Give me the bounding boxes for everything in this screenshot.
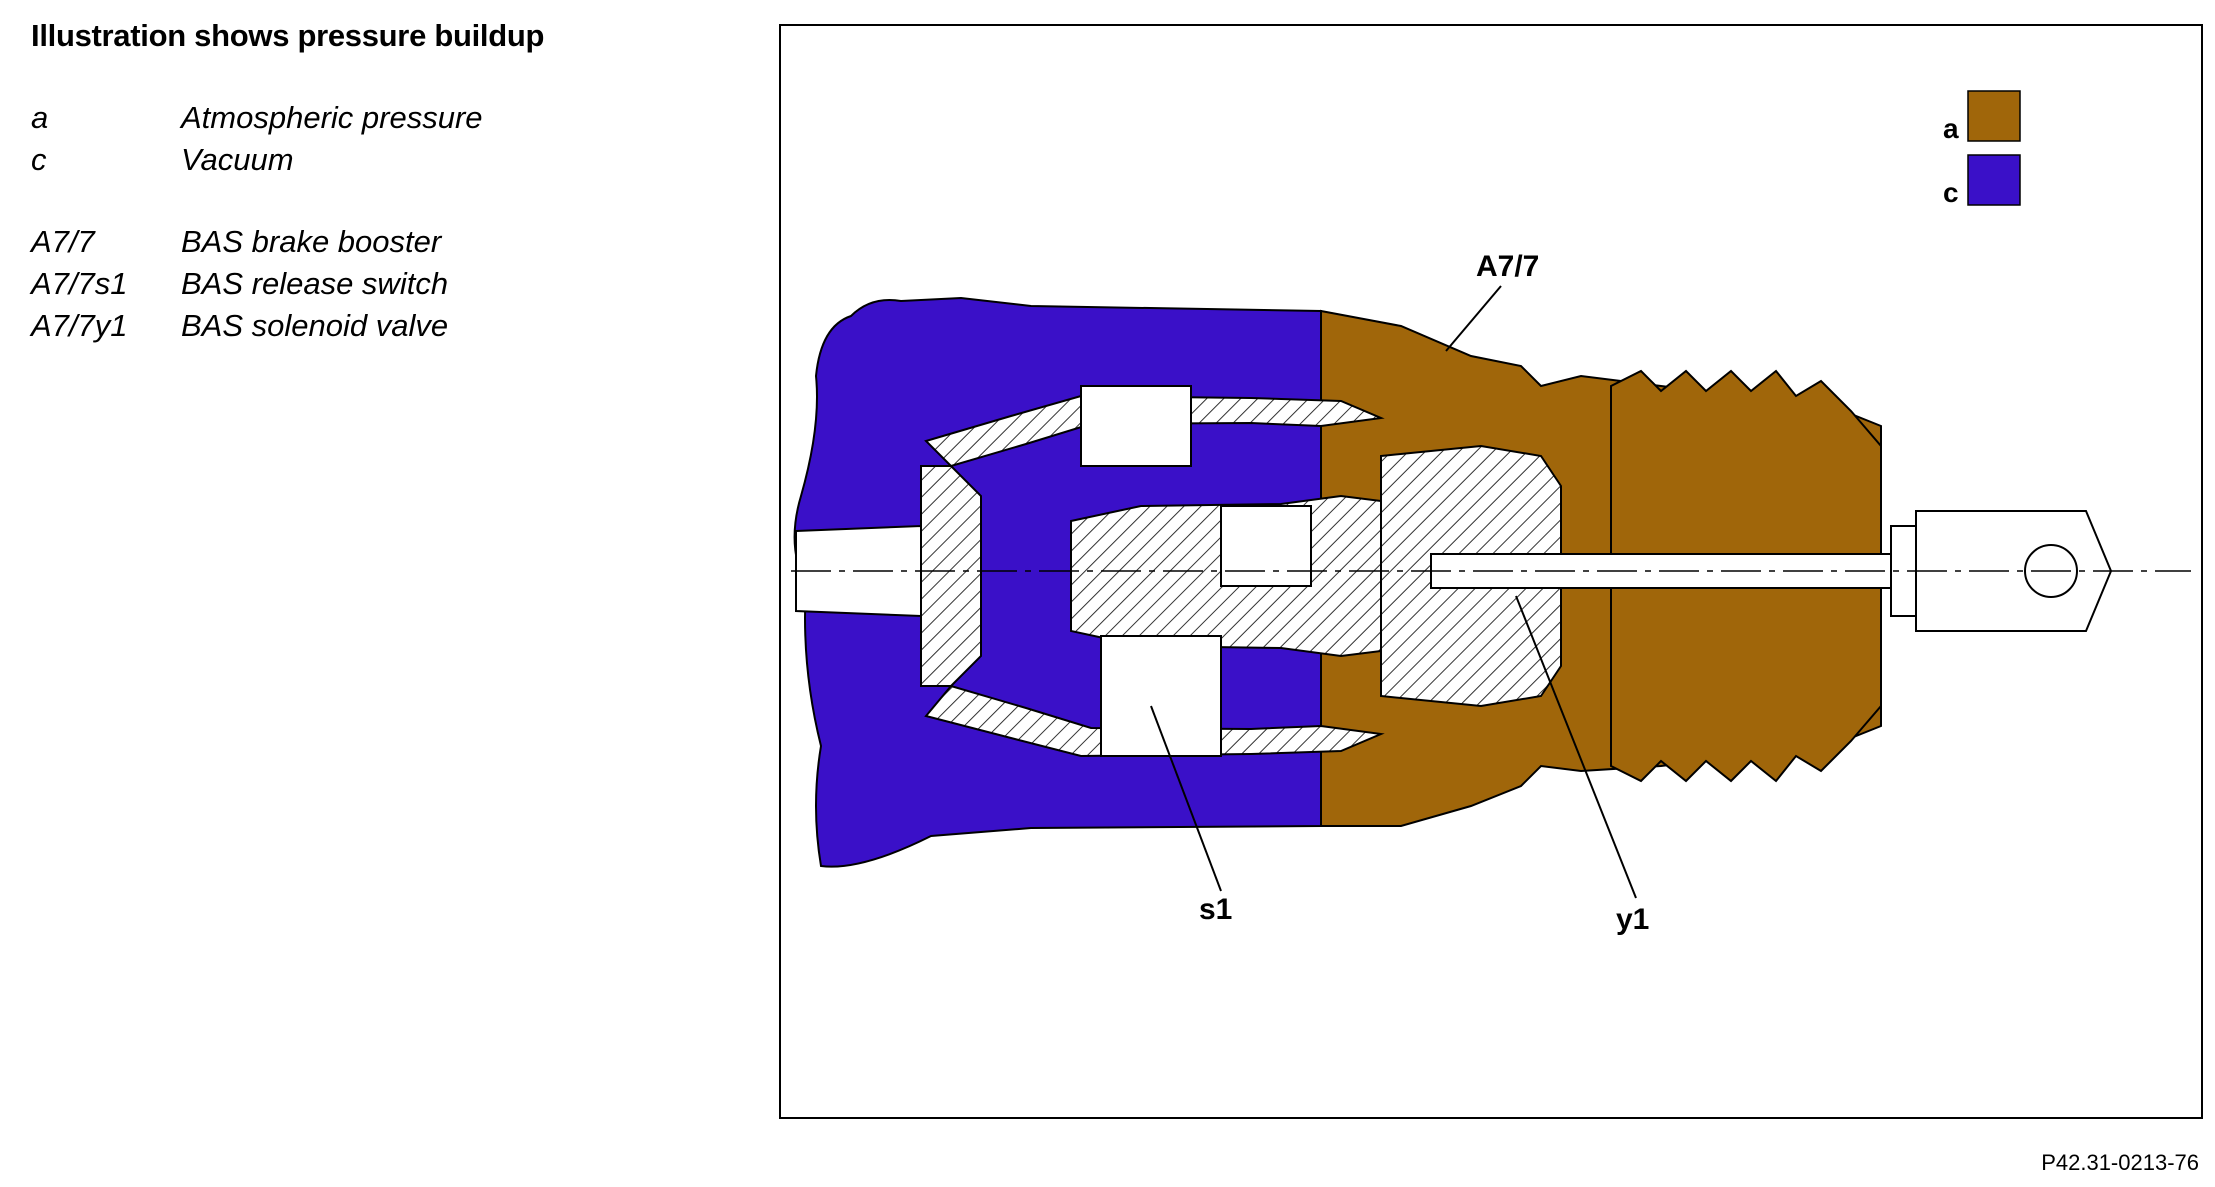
swatch-vacuum xyxy=(1967,154,2021,206)
swatch-a-label: a xyxy=(1943,113,1959,144)
swatch-c-label: c xyxy=(1943,177,1959,208)
legend-desc: BAS solenoid valve xyxy=(181,308,449,343)
legend-desc: BAS release switch xyxy=(181,266,449,301)
legend-key: A7/7 xyxy=(31,224,95,259)
legend-desc: BAS brake booster xyxy=(181,224,442,259)
switch-cavity xyxy=(1100,635,1222,757)
solenoid-coil xyxy=(1220,505,1312,587)
diaphragm-plate xyxy=(920,465,982,687)
housing-shell-lower xyxy=(924,684,1385,758)
page-title: Illustration shows pressure buildup xyxy=(31,18,545,53)
leader-switch xyxy=(1150,705,1222,892)
callout-booster: A7/7 xyxy=(1476,250,1539,283)
legend-desc: Vacuum xyxy=(181,142,294,177)
housing-shell-upper xyxy=(924,394,1385,468)
clevis xyxy=(1915,510,2113,632)
diagram-frame: a c A7/7 s1 y1 xyxy=(779,24,2203,1119)
upper-cavity xyxy=(1080,385,1192,467)
swatch-atmospheric xyxy=(1967,90,2021,142)
leader-booster xyxy=(1445,285,1502,352)
brake-booster-diagram: a c A7/7 s1 y1 xyxy=(791,90,2191,936)
legend-desc: Atmospheric pressure xyxy=(181,100,483,135)
legend-key: A7/7s1 xyxy=(31,266,128,301)
legend-key: a xyxy=(31,100,49,135)
legend-key: c xyxy=(31,142,47,177)
callout-valve: y1 xyxy=(1616,903,1649,936)
leader-valve xyxy=(1515,595,1637,899)
legend-key: A7/7y1 xyxy=(31,308,128,343)
callout-switch: s1 xyxy=(1199,893,1232,926)
figure-code: P42.31-0213-76 xyxy=(2041,1150,2199,1175)
